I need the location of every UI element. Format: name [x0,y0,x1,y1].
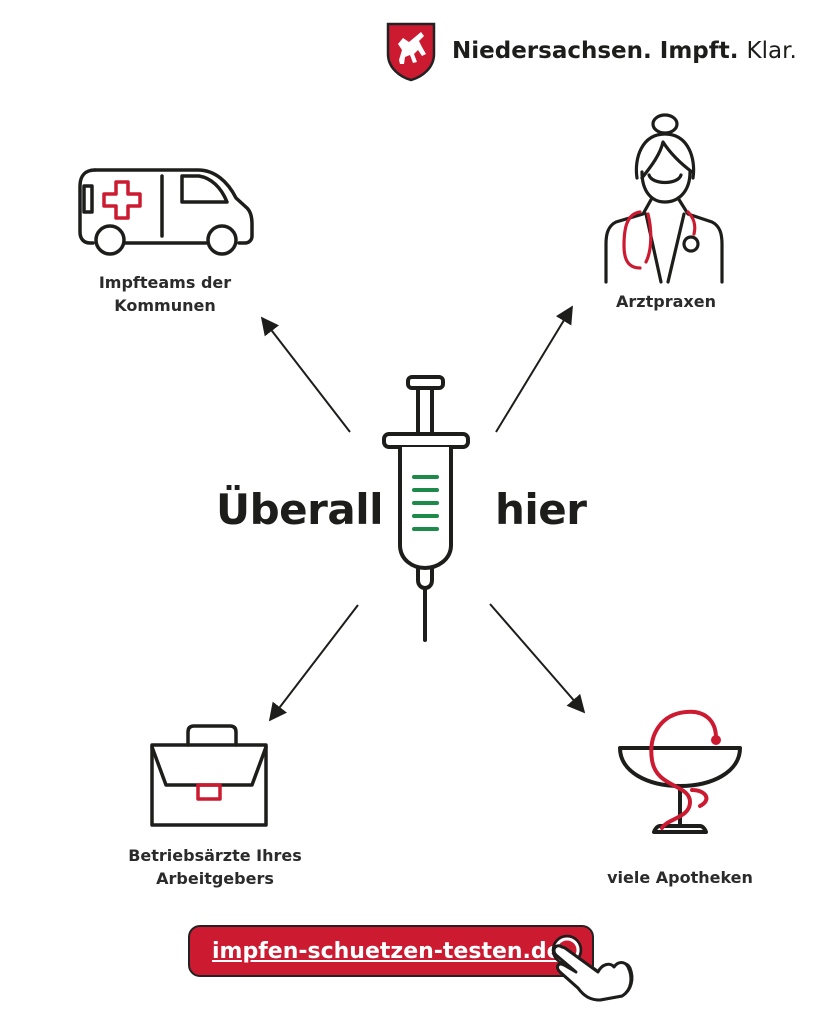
arrow-to-impfteams [260,316,351,433]
label-apotheken: viele Apotheken [590,866,770,889]
label-impfteams-line1: Impfteams der [98,273,232,292]
label-betriebsaerzte-line1: Betriebsärzte Ihres [128,846,302,865]
word-ueberall: Überall [216,485,384,534]
arrow-to-arztpraxen [495,305,573,433]
word-hier: hier [495,485,587,534]
doctor-icon [604,113,724,284]
label-betriebsaerzte-line2: Arbeitgebers [156,869,274,888]
arrow-to-betriebsaerzte [268,604,359,722]
pharmacy-icon [618,709,742,834]
label-impfteams: Impfteams der Kommunen [80,271,250,317]
brand-slogan: Niedersachsen. Impft. Klar. [452,38,797,64]
label-betriebsaerzte: Betriebsärzte Ihres Arbeitgebers [110,844,320,890]
arrow-to-apotheken [489,603,586,714]
ambulance-icon [78,168,254,256]
label-arztpraxen: Arztpraxen [586,290,746,313]
lower-saxony-horse-logo-icon [386,22,436,82]
brand-klar: Klar. [746,38,797,64]
label-impfteams-line2: Kommunen [114,296,216,315]
medical-bag-icon [150,724,268,827]
brand-niedersachsen: Niedersachsen. [452,38,652,64]
brand-impft: Impft. [659,38,739,64]
website-link-button[interactable]: impfen-schuetzen-testen.de [188,925,594,977]
header: Niedersachsen. Impft. Klar. [384,18,797,84]
syringe-icon [382,375,470,642]
label-arztpraxen-line1: Arztpraxen [616,292,716,311]
website-link-text[interactable]: impfen-schuetzen-testen.de [212,939,562,964]
label-apotheken-line1: viele Apotheken [607,868,753,887]
